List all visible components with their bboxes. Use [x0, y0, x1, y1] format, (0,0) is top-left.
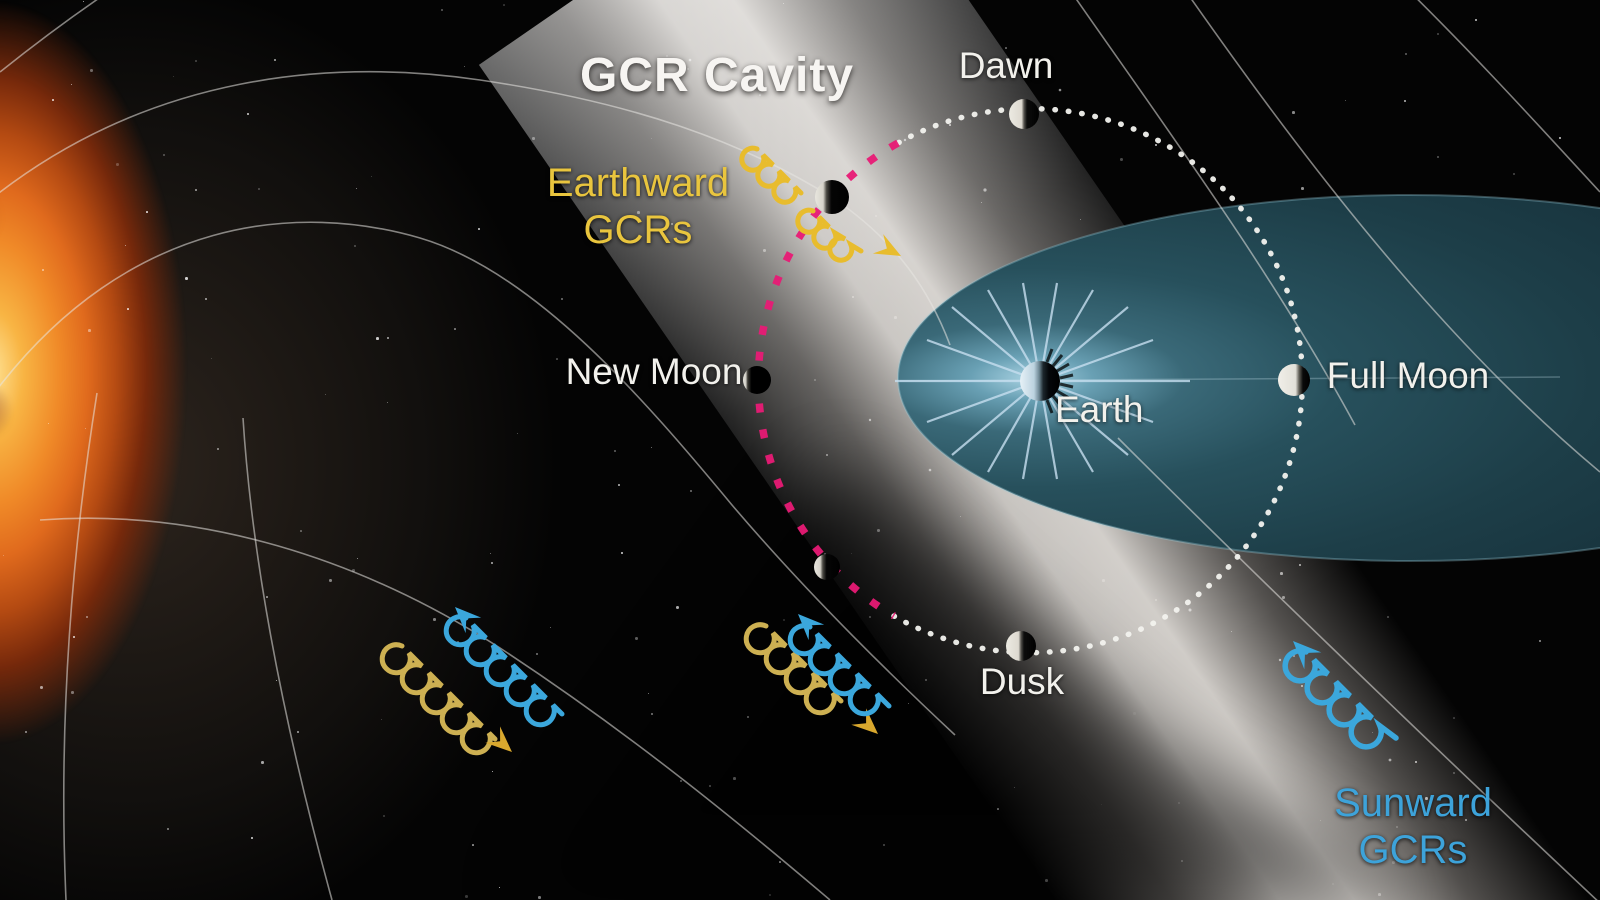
- earth-globe: [1020, 361, 1060, 401]
- full-moon: [1278, 364, 1310, 396]
- sunward-gcr-spiral-icon: [1282, 641, 1399, 750]
- dark-wedge: [520, 460, 1420, 900]
- sunward-gcrs-line2: GCRs: [1358, 828, 1468, 873]
- gcr-spiral-pair-left: [379, 607, 565, 756]
- earthward-gcrs-line1: Earthward: [546, 161, 730, 205]
- dusk-label: Dusk: [979, 661, 1065, 702]
- earthward-gcr-spiral-icon: [739, 145, 901, 263]
- new-moon: [743, 366, 771, 394]
- earthward-gcrs-line2: GCRs: [583, 208, 693, 253]
- earth-label: Earth: [1055, 389, 1144, 430]
- earth-dark-collar: [1045, 348, 1074, 414]
- full-moon-label: Full Moon: [1326, 355, 1490, 396]
- dawn-label: Dawn: [958, 45, 1054, 86]
- diagram-title: GCR Cavity: [579, 49, 855, 102]
- earthward-moon: [815, 180, 849, 214]
- sunward-gcrs-line1: Sunward: [1334, 781, 1492, 825]
- dawn-moon: [1009, 99, 1039, 129]
- waning-moon: [814, 554, 840, 580]
- magnetosphere-tail: [897, 194, 1600, 562]
- gcr-spiral-pair-middle: [743, 614, 892, 734]
- new-moon-label: New Moon: [565, 351, 743, 392]
- dusk-moon: [1006, 631, 1036, 661]
- sunward-gcrs-label: Sunward GCRs: [1334, 780, 1492, 874]
- earthward-gcrs-label: Earthward GCRs: [547, 160, 729, 254]
